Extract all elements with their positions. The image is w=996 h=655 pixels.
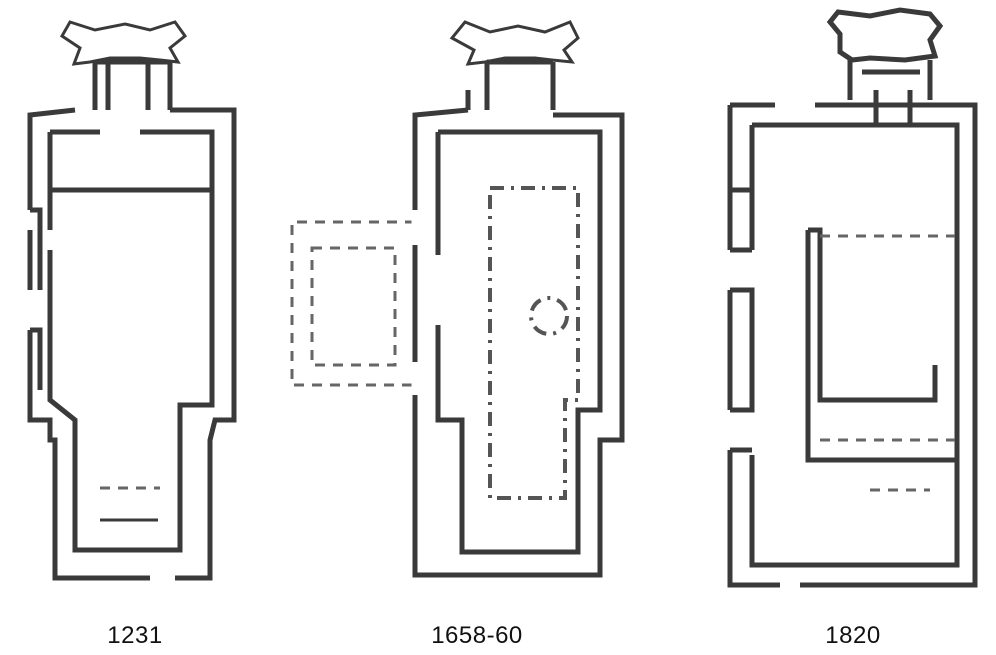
plan-1658-60-west-annex — [290, 220, 415, 387]
plan-1820-cross-ornament — [826, 7, 944, 63]
plan-label-1658-60: 1658-60 — [431, 622, 523, 649]
plan-label-1231: 1231 — [107, 622, 163, 649]
plan-1658-60-tower — [465, 59, 556, 110]
plan-1820-west-block-2 — [730, 287, 755, 413]
plan-1231-west-niche — [30, 207, 43, 390]
plan-label-1820: 1820 — [825, 622, 881, 649]
plan-1658-60-inner-wall — [435, 129, 603, 555]
plan-1820-inner-structure-outline — [820, 234, 955, 492]
plan-1658-60-outer-wall — [412, 107, 625, 578]
plan-1231-cross-ornament — [60, 20, 188, 66]
plan-1231 — [26, 20, 237, 582]
plan-1231-inner-wall — [47, 129, 215, 553]
plan-1820-inner-wall — [749, 122, 960, 568]
plan-1658-60-round-feature — [529, 296, 569, 336]
plan-1658-60 — [290, 20, 625, 578]
plan-1820 — [727, 7, 978, 589]
plan-1820-outer-wall — [727, 102, 978, 588]
plan-1820-tower — [847, 60, 933, 125]
plan-1658-60-cross-ornament — [449, 20, 580, 66]
plan-1658-60-nave-outline — [488, 186, 580, 500]
plan-1231-tower — [92, 59, 173, 110]
plan-1231-outer-wall — [27, 107, 237, 581]
plan-1820-west-block-1 — [730, 187, 752, 253]
plan-1820-inner-structure — [805, 227, 955, 463]
